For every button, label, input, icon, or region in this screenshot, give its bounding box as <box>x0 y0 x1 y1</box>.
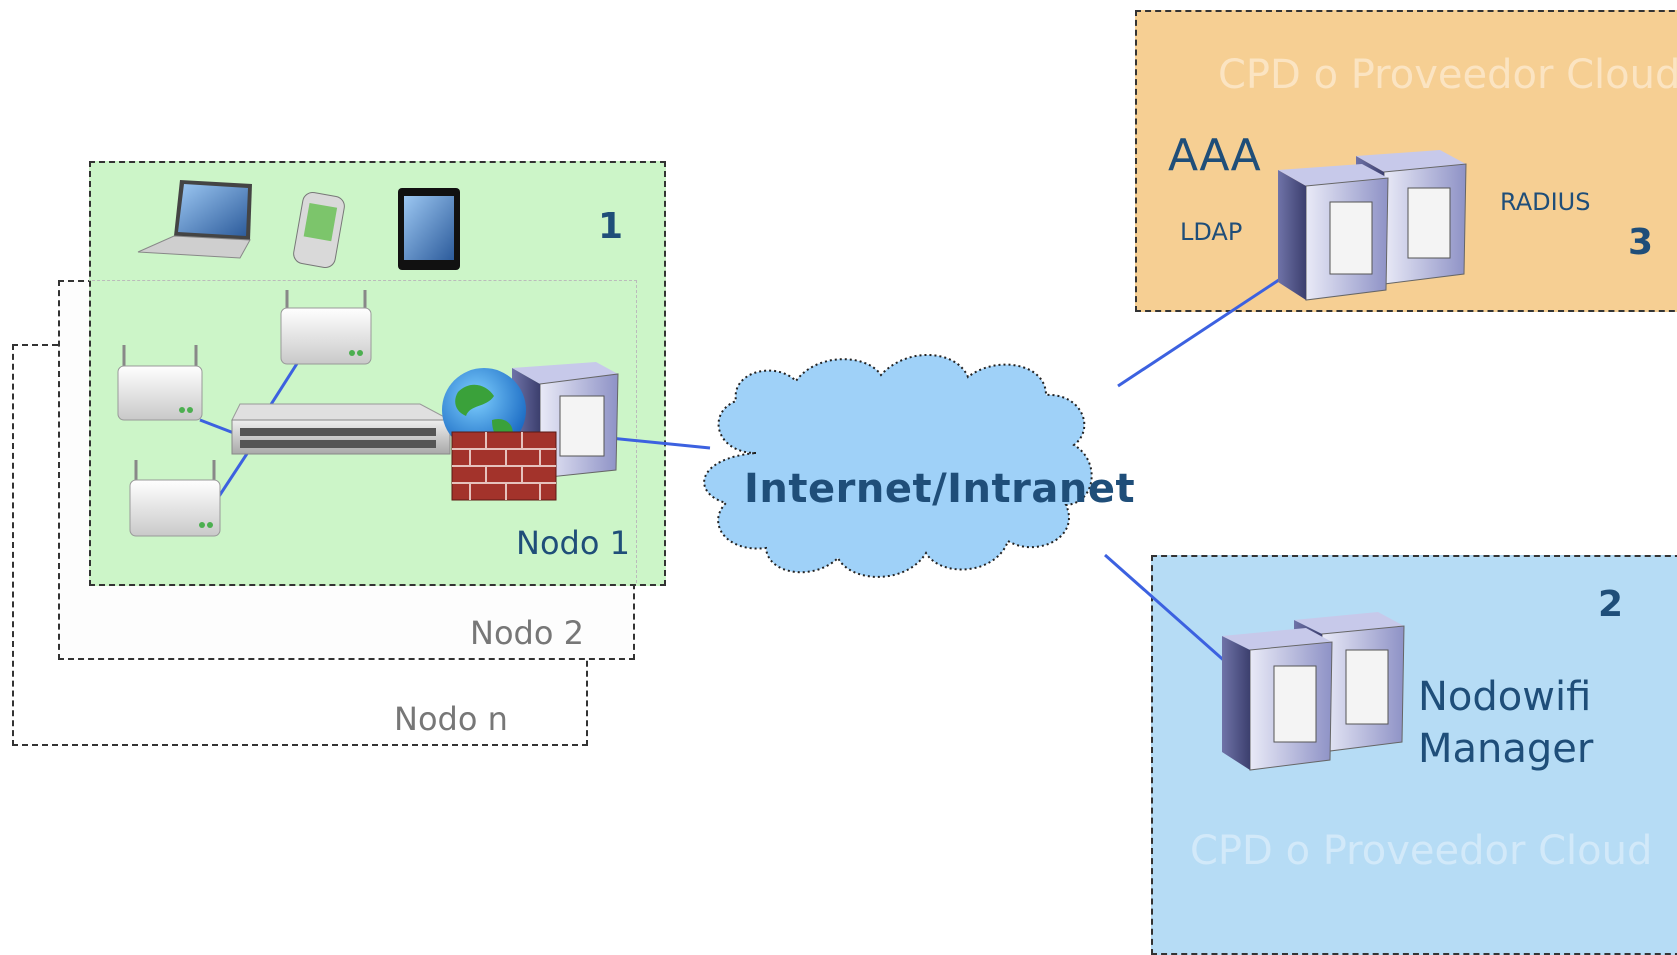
aaa-number: 3 <box>1628 222 1654 263</box>
aaa-title: AAA <box>1168 130 1261 181</box>
link-cloud-manager <box>1104 553 1229 666</box>
node-1-inner-area <box>92 280 637 583</box>
aaa-watermark: CPD o Proveedor Cloud <box>1218 52 1677 98</box>
ldap-label: LDAP <box>1180 218 1243 246</box>
internet-cloud <box>703 354 1093 578</box>
pda-icon <box>293 191 345 269</box>
cloud-label: Internet/Intranet <box>744 466 1136 512</box>
node-2-label: Nodo 2 <box>470 614 584 652</box>
link-nodo1-cloud <box>609 436 711 450</box>
manager-number: 2 <box>1598 584 1624 625</box>
link-cloud-aaa <box>1117 264 1301 388</box>
access-point-icon-3 <box>129 460 221 537</box>
node-1-number: 1 <box>598 206 624 247</box>
access-point-icon-1 <box>117 345 203 421</box>
manager-name-line1: Nodowifi <box>1418 674 1592 720</box>
radius-label: RADIUS <box>1500 188 1591 216</box>
manager-name-line2: Manager <box>1418 726 1594 772</box>
ldap-server-icon <box>1278 164 1389 301</box>
node-1-label: Nodo 1 <box>516 524 630 562</box>
manager-server-icon-front <box>1222 628 1333 771</box>
tablet-icon <box>398 188 460 270</box>
manager-watermark: CPD o Proveedor Cloud <box>1190 828 1653 874</box>
network-switch-icon <box>231 403 451 455</box>
firewall-icon <box>451 431 557 501</box>
laptop-icon <box>137 180 252 259</box>
access-point-icon-2 <box>280 290 372 365</box>
node-n-label: Nodo n <box>394 700 508 738</box>
